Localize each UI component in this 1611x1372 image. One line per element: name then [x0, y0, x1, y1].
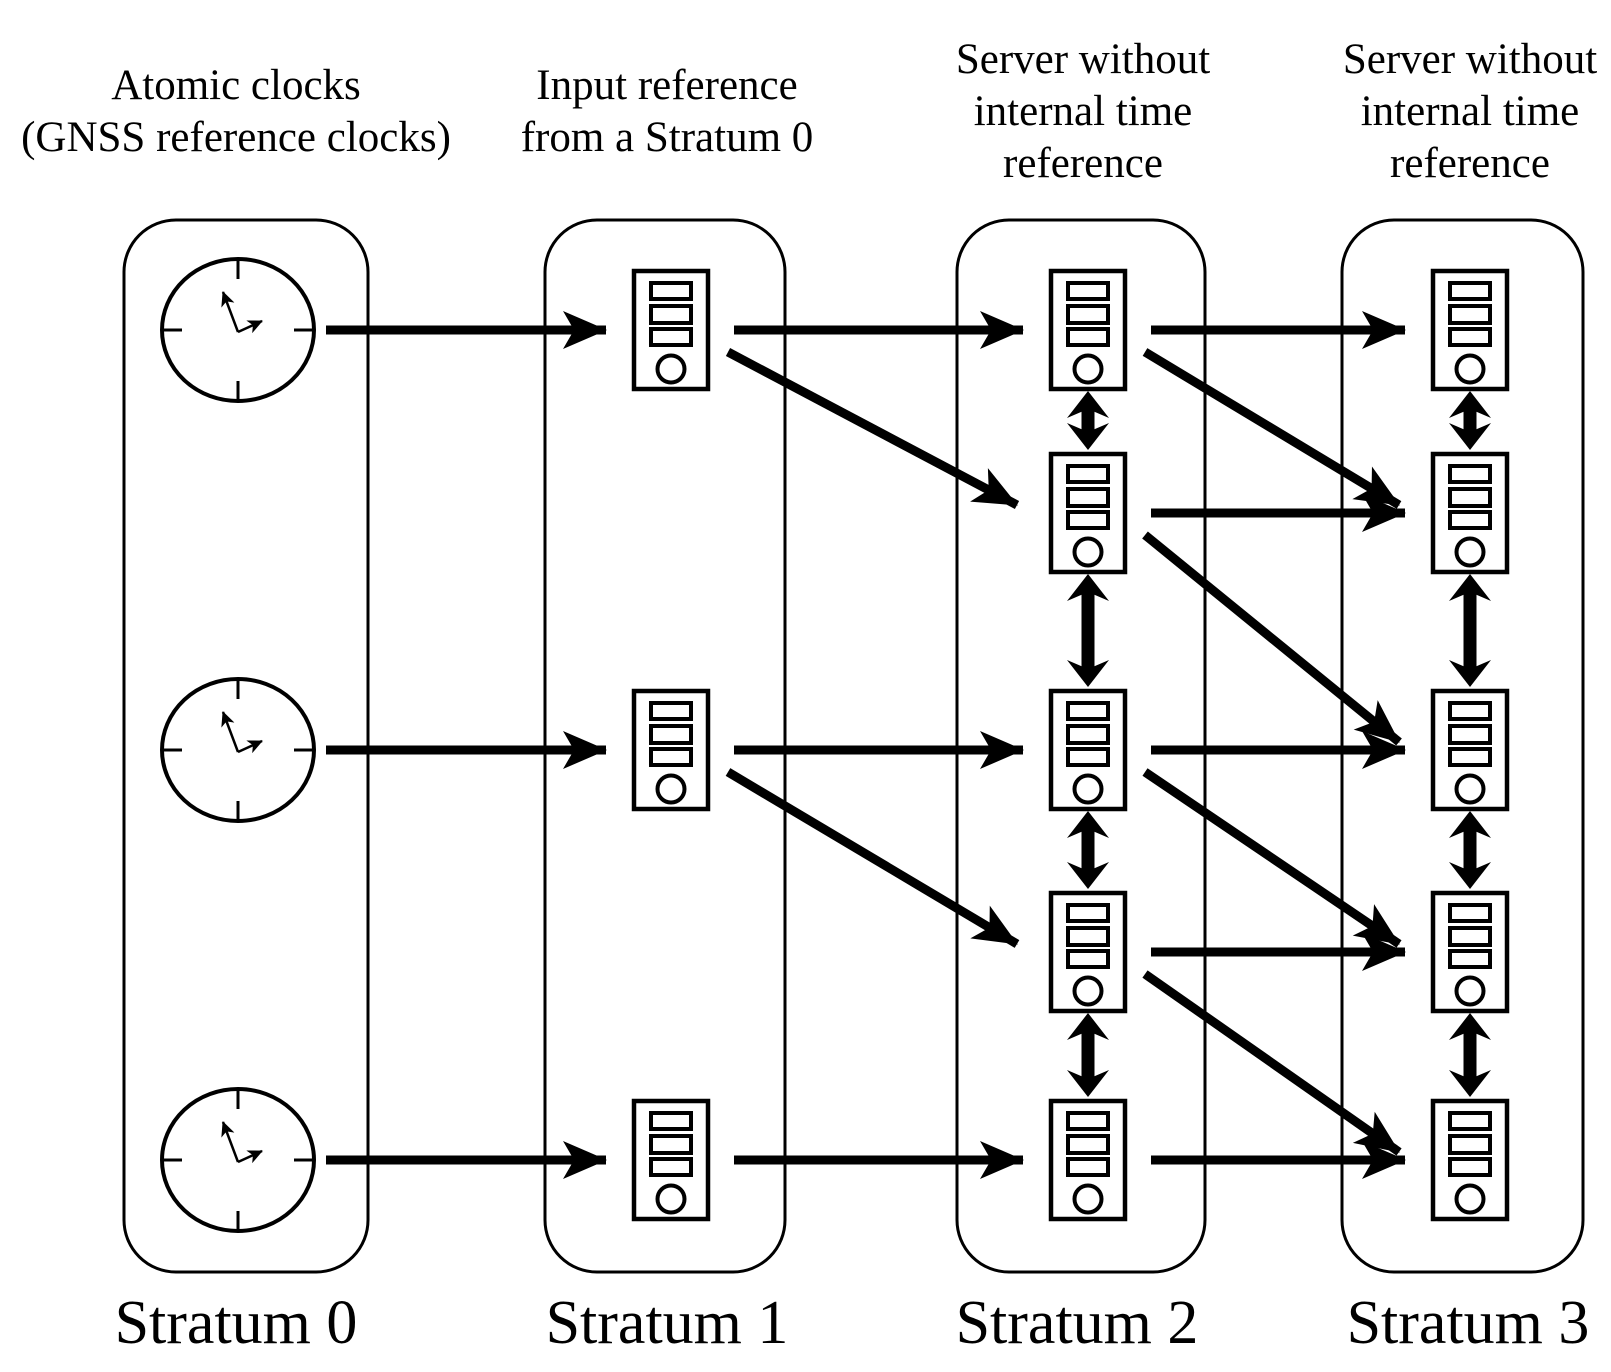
stratum-1-label: Stratum 1 — [545, 1289, 789, 1357]
header-line: reference — [1390, 140, 1550, 187]
server-icon — [1048, 890, 1128, 1014]
time-feed-arrow — [725, 348, 1020, 509]
stratum-2-label: Stratum 2 — [955, 1289, 1199, 1357]
peer-sync-arrow — [1449, 391, 1491, 450]
peer-sync-arrow — [1449, 811, 1491, 889]
server-icon — [1048, 688, 1128, 812]
peer-sync-arrow — [1449, 574, 1491, 687]
server-icon — [631, 1098, 711, 1222]
time-feed-arrow — [1142, 970, 1402, 1156]
column-header-stratum-0: Atomic clocks (GNSS reference clocks) — [0, 60, 566, 164]
peer-sync-arrow — [1067, 574, 1109, 687]
stratum-3-label: Stratum 3 — [1346, 1289, 1590, 1357]
server-icon — [1430, 688, 1510, 812]
stratum-0-label: Stratum 0 — [114, 1289, 358, 1357]
peer-sync-arrow — [1067, 391, 1109, 450]
server-icon — [1430, 451, 1510, 575]
header-line: Server without — [1342, 36, 1598, 83]
server-icon — [631, 268, 711, 392]
column-header-stratum-3: Server without internal time reference — [1140, 34, 1611, 190]
header-line: internal time — [973, 88, 1193, 135]
server-icon — [631, 688, 711, 812]
server-icon — [1430, 890, 1510, 1014]
time-feed-arrow — [1142, 768, 1402, 948]
header-line: reference — [1003, 140, 1163, 187]
server-icon — [1048, 268, 1128, 392]
server-icon — [1048, 451, 1128, 575]
atomic-clock-icon — [160, 677, 316, 823]
peer-sync-arrow — [1067, 811, 1109, 889]
column-header-stratum-2: Server without internal time reference — [753, 34, 1413, 190]
header-line: from a Stratum 0 — [520, 114, 814, 161]
time-feed-arrow — [1142, 348, 1402, 509]
server-icon — [1430, 268, 1510, 392]
atomic-clock-icon — [160, 1087, 316, 1233]
server-icon — [1048, 1098, 1128, 1222]
node-icons — [160, 257, 1510, 1233]
server-icon — [1430, 1098, 1510, 1222]
time-feed-arrow — [1142, 531, 1402, 746]
time-feed-arrow — [725, 768, 1020, 948]
sync-arrows — [326, 311, 1491, 1179]
header-line: Server without — [955, 36, 1211, 83]
header-line: (GNSS reference clocks) — [21, 114, 451, 161]
header-line: internal time — [1360, 88, 1580, 135]
column-header-stratum-1: Input reference from a Stratum 0 — [337, 60, 997, 164]
peer-sync-arrow — [1449, 1013, 1491, 1097]
header-line: Input reference — [536, 62, 798, 109]
header-line: Atomic clocks — [111, 62, 361, 109]
atomic-clock-icon — [160, 257, 316, 403]
peer-sync-arrow — [1067, 1013, 1109, 1097]
